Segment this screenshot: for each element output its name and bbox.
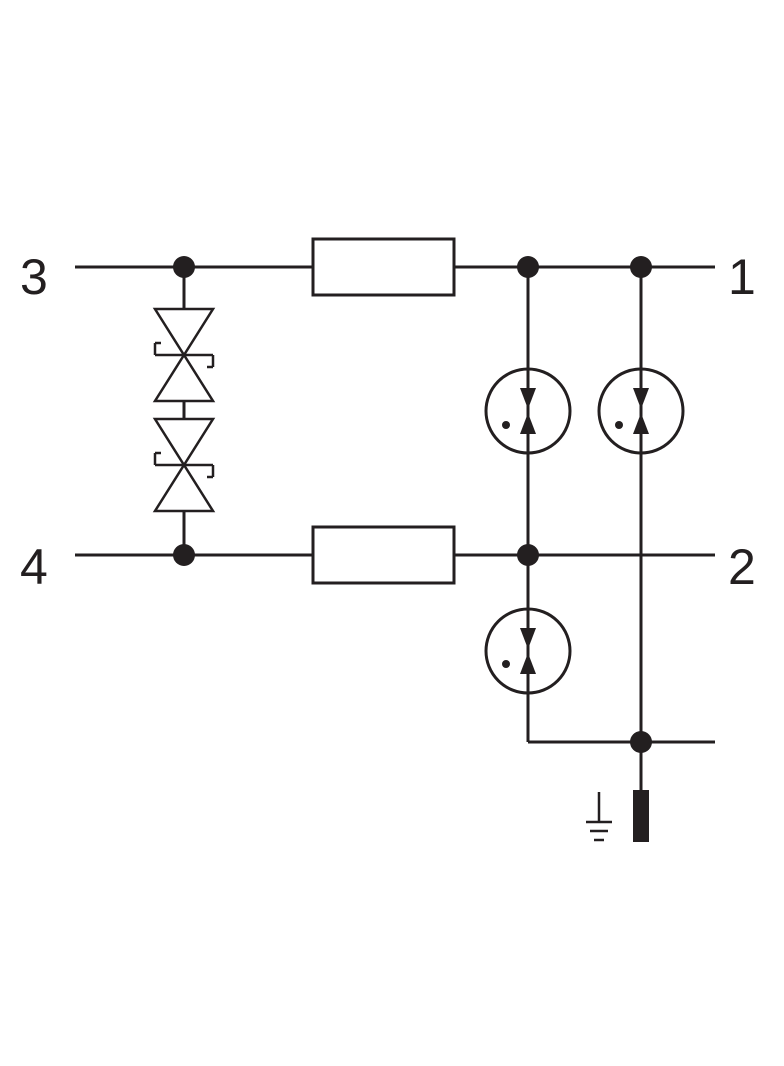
ground-icon <box>586 792 612 842</box>
junction-dot <box>630 731 652 753</box>
tvs-diode-pair-1 <box>152 307 216 403</box>
tvs-diode-pair-2 <box>152 417 216 513</box>
terminal-4-label: 4 <box>20 539 48 595</box>
junction-dot <box>173 544 195 566</box>
junction-dots <box>173 256 652 753</box>
tvs-diode-stack <box>152 307 216 513</box>
gdt-2 <box>597 367 685 455</box>
junction-dot <box>630 256 652 278</box>
ground-terminal-block <box>633 790 649 842</box>
terminal-1-label: 1 <box>728 249 756 305</box>
resistor-bottom <box>311 525 456 585</box>
terminal-3-label: 3 <box>20 249 48 305</box>
terminal-2-label: 2 <box>728 539 756 595</box>
gdt-3 <box>484 607 572 695</box>
resistor-top <box>311 237 456 297</box>
junction-dot <box>517 256 539 278</box>
gdt-1 <box>484 367 572 455</box>
junction-dot <box>173 256 195 278</box>
junction-dot <box>517 544 539 566</box>
